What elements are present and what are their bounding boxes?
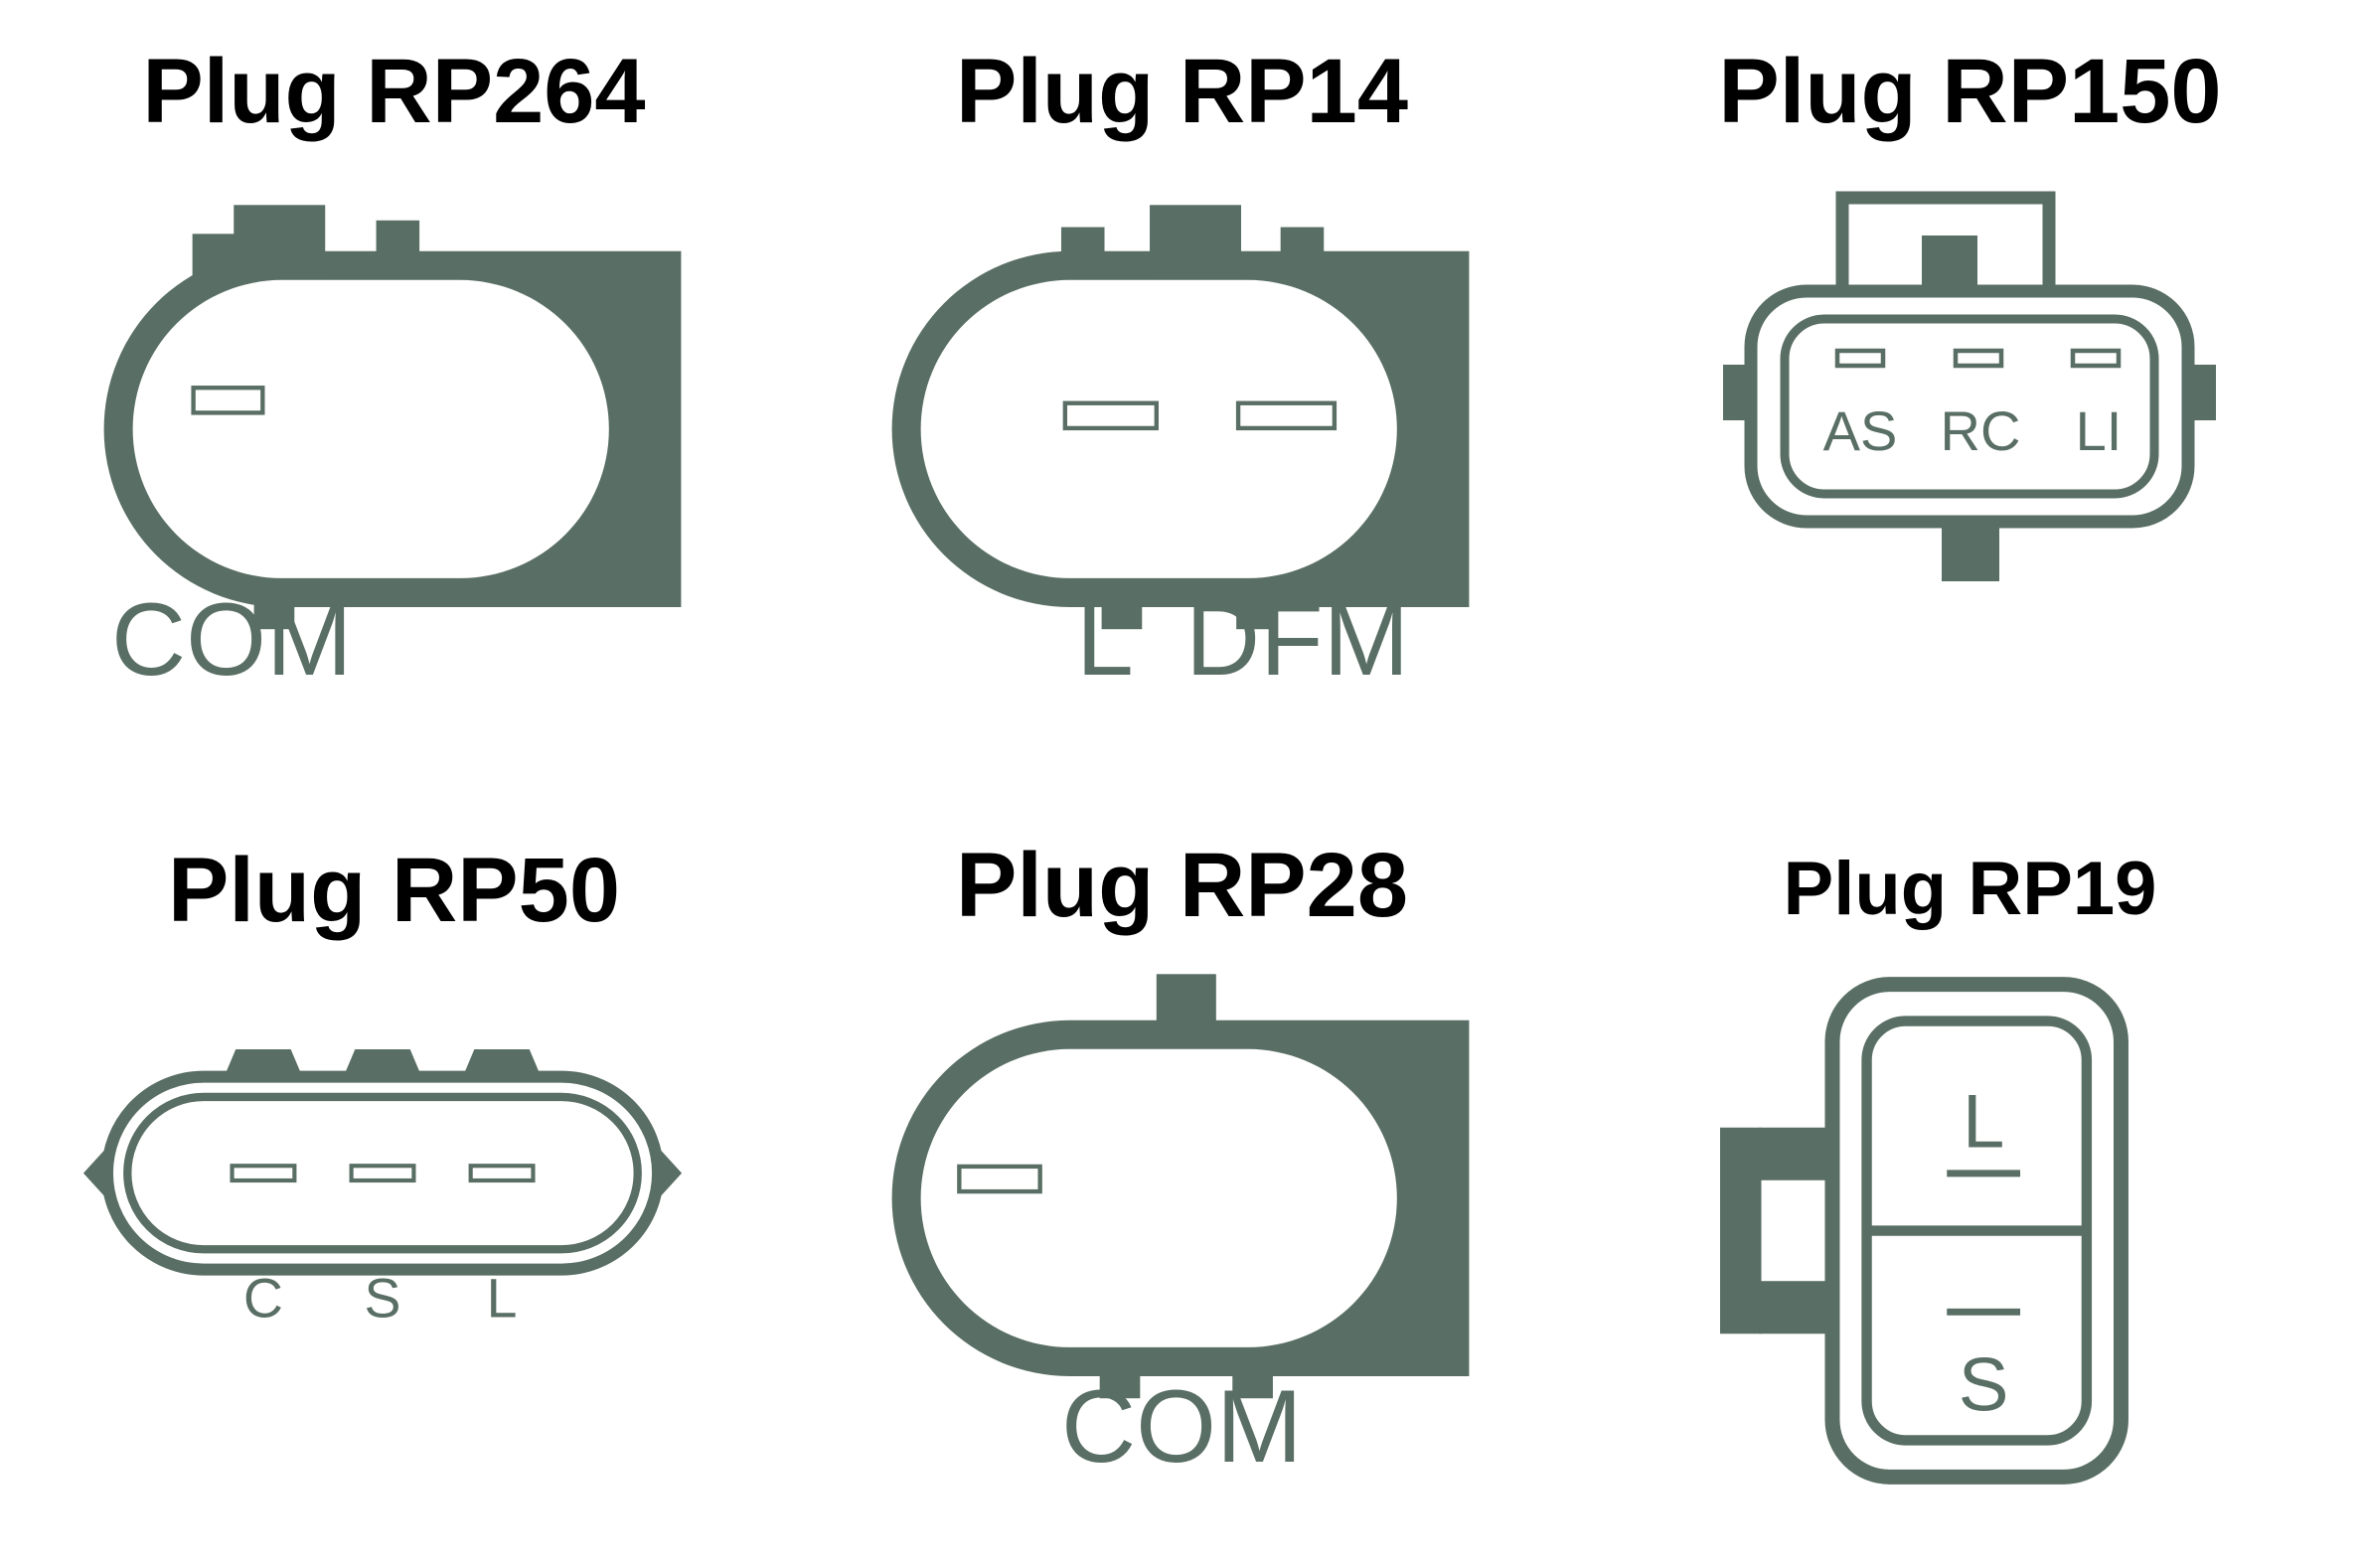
plug-card-rp50: Plug RP50 C S L	[0, 784, 788, 1568]
pin-slot-com	[957, 1164, 1042, 1194]
pin-slot-com	[191, 386, 265, 415]
pin-slot-li	[2070, 348, 2122, 369]
mounting-tab-bottom	[1101, 592, 1143, 630]
pin-label-as: AS	[1823, 399, 1898, 462]
pin-label-li: LI	[2076, 399, 2123, 462]
pin-label-com: COM	[1061, 1369, 1303, 1485]
connector-diagram-rp150: AS RC LI	[1723, 191, 2216, 581]
plug-card-rp264: Plug RP264 COM	[0, 0, 788, 784]
connector-diagram-rp264	[103, 205, 682, 630]
pin-slot-c	[230, 1164, 297, 1183]
connector-diagram-rp14	[891, 205, 1470, 630]
bracket-arm-bottom	[1759, 1281, 1835, 1334]
alignment-bump	[1280, 227, 1325, 271]
pin-label-com: COM	[111, 582, 353, 698]
pin-label-dfm: DFM	[1185, 582, 1410, 698]
pin-slot-s	[349, 1164, 416, 1183]
connector-diagram-rp19: L S	[1720, 977, 2128, 1485]
connector-cavity	[920, 1048, 1397, 1347]
alignment-bump	[1060, 227, 1105, 271]
mounting-tab-bottom	[1099, 1361, 1141, 1399]
plug-card-rp150: Plug RP150 AS RC LI	[1576, 0, 2364, 784]
plug-card-rp14: Plug RP14 L DFM	[788, 0, 1576, 784]
bracket-bar	[1720, 1127, 1762, 1334]
plug-title-rp14: Plug RP14	[955, 41, 1408, 142]
pin-slot-as	[1834, 348, 1886, 369]
plug-card-rp19: Plug RP19 L S	[1576, 784, 2364, 1568]
pin-slot-l	[1062, 400, 1159, 431]
alignment-bump	[376, 220, 420, 264]
pin-label-l: L	[1963, 1079, 2004, 1164]
pin-label-rc: RC	[1941, 399, 2021, 462]
plug-title-rp19: Plug RP19	[1783, 847, 2157, 931]
connector-diagram-rp50: C S L	[82, 1048, 683, 1330]
mounting-tab-bottom	[1232, 1361, 1273, 1399]
mounting-tab-top	[1156, 974, 1216, 1034]
plug-card-rp28: Plug RP28 COM	[788, 784, 1576, 1568]
plug-title-rp28: Plug RP28	[955, 835, 1408, 936]
pin-label-l: L	[487, 1268, 518, 1330]
alignment-bump	[192, 234, 236, 282]
pin-label-s: S	[365, 1268, 401, 1330]
plug-title-rp264: Plug RP264	[142, 41, 646, 142]
plug-title-rp50: Plug RP50	[167, 840, 620, 941]
mounting-tab-bottom	[1942, 518, 1999, 581]
connector-cavity	[920, 279, 1397, 578]
mounting-tab-bottom	[1236, 592, 1277, 630]
pin-slot-rc	[1953, 348, 2004, 369]
bracket-arm-top	[1759, 1127, 1835, 1180]
mounting-tab-bottom	[253, 592, 295, 630]
pin-label-s: S	[1959, 1342, 2009, 1427]
pin-label-l: L	[1076, 582, 1134, 698]
plug-title-rp150: Plug RP150	[1718, 41, 2222, 142]
connector-cavity	[132, 279, 609, 578]
connector-diagram-rp28	[891, 974, 1470, 1399]
mounting-tab-top	[234, 205, 326, 273]
pin-slot-l	[468, 1164, 536, 1183]
pin-label-c: C	[243, 1268, 283, 1330]
latch-block	[1922, 235, 1977, 291]
pin-slot-dfm	[1235, 400, 1338, 431]
mounting-tab-top	[1150, 205, 1241, 273]
